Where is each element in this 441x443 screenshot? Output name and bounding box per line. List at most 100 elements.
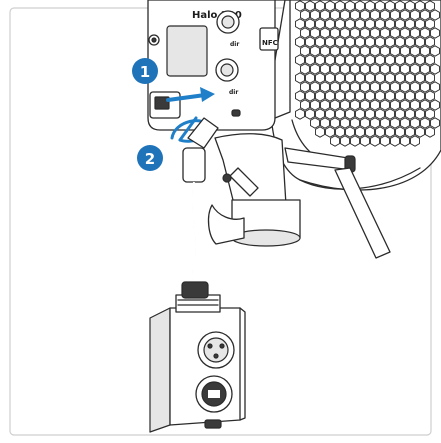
grille-cell bbox=[405, 108, 415, 120]
grille-cell bbox=[385, 126, 395, 138]
grille-cell bbox=[415, 18, 425, 30]
grille-cell bbox=[420, 99, 430, 111]
grille-cell bbox=[305, 36, 315, 48]
grille-cell bbox=[370, 27, 380, 39]
grille-cell bbox=[370, 45, 380, 57]
grille-cell bbox=[320, 27, 330, 39]
grille-cell bbox=[315, 90, 325, 102]
grille-cell bbox=[425, 18, 435, 30]
grille-cell bbox=[310, 9, 320, 21]
grille-cell bbox=[325, 126, 335, 138]
grille-cell bbox=[395, 90, 405, 102]
grille-cell bbox=[425, 90, 435, 102]
grille-cell bbox=[410, 99, 420, 111]
grille-cell bbox=[370, 99, 380, 111]
grille-cell bbox=[365, 18, 375, 30]
grille-cell bbox=[430, 117, 440, 129]
indicator-dot bbox=[231, 109, 241, 117]
grille-cell bbox=[390, 81, 400, 93]
grille-cell bbox=[400, 117, 410, 129]
grille-cell bbox=[315, 18, 325, 30]
grille-cell bbox=[370, 81, 380, 93]
grille-cell bbox=[380, 117, 390, 129]
grille-cell bbox=[295, 0, 305, 12]
grille-cell bbox=[335, 108, 345, 120]
grille-cell bbox=[335, 0, 345, 12]
grille-cell bbox=[345, 18, 355, 30]
grille-cell bbox=[330, 81, 340, 93]
grille-cell bbox=[315, 72, 325, 84]
grille-cell bbox=[300, 9, 310, 21]
grille-cell bbox=[345, 108, 355, 120]
grille-cell bbox=[340, 27, 350, 39]
brand-label: Halo 300 bbox=[192, 10, 242, 21]
grille-cell bbox=[410, 9, 420, 21]
grille-cell bbox=[375, 90, 385, 102]
grille-cell bbox=[330, 45, 340, 57]
grille-cell bbox=[395, 54, 405, 66]
grille-cell bbox=[320, 117, 330, 129]
grille-cell bbox=[415, 0, 425, 12]
grille-cell bbox=[390, 27, 400, 39]
grille-cell bbox=[425, 108, 435, 120]
grille-cell bbox=[340, 63, 350, 75]
grille-cell bbox=[405, 54, 415, 66]
grille-cell bbox=[365, 72, 375, 84]
grille-cell bbox=[330, 117, 340, 129]
grille-cell bbox=[360, 45, 370, 57]
grille-cell bbox=[295, 108, 305, 120]
grille-cell bbox=[430, 9, 440, 21]
grille-cell bbox=[410, 63, 420, 75]
grille-cell bbox=[390, 45, 400, 57]
grille-cell bbox=[325, 0, 335, 12]
grille-cell bbox=[310, 81, 320, 93]
grille-cell bbox=[340, 81, 350, 93]
grille-cell bbox=[320, 99, 330, 111]
insert-arrow bbox=[166, 87, 215, 102]
grille-cell bbox=[350, 63, 360, 75]
grille-cell bbox=[335, 72, 345, 84]
grille-cell bbox=[365, 36, 375, 48]
bottom-knob-mark: dir bbox=[229, 89, 238, 96]
connector-box bbox=[149, 281, 246, 433]
grille-cell bbox=[375, 108, 385, 120]
grille-cell bbox=[325, 36, 335, 48]
grille-cell bbox=[375, 18, 385, 30]
grille-cell bbox=[315, 126, 325, 138]
grille-cell bbox=[315, 36, 325, 48]
grille-cell bbox=[420, 81, 430, 93]
grille-cell bbox=[400, 81, 410, 93]
grille-cell bbox=[295, 54, 305, 66]
grille-cell bbox=[340, 99, 350, 111]
grille-cell bbox=[370, 135, 380, 147]
grille-cell bbox=[410, 135, 420, 147]
yoke-mount bbox=[207, 133, 301, 247]
grille-cell bbox=[305, 54, 315, 66]
grille-cell bbox=[350, 81, 360, 93]
grille-cell bbox=[380, 27, 390, 39]
grille-cell bbox=[360, 81, 370, 93]
grille-cell bbox=[355, 90, 365, 102]
grille-cell bbox=[400, 63, 410, 75]
grille-cell bbox=[320, 63, 330, 75]
grille-cell bbox=[335, 126, 345, 138]
grille-cell bbox=[315, 108, 325, 120]
grille-cell bbox=[305, 108, 315, 120]
grille-cell bbox=[425, 54, 435, 66]
grille-cell bbox=[375, 0, 385, 12]
grille-cell bbox=[335, 18, 345, 30]
grille-cell bbox=[415, 126, 425, 138]
grille-cell bbox=[375, 36, 385, 48]
grille-cell bbox=[360, 135, 370, 147]
grille-cell bbox=[405, 18, 415, 30]
power-socket bbox=[149, 91, 181, 119]
grille-cell bbox=[425, 0, 435, 12]
xlr-top-connector bbox=[197, 331, 235, 369]
grille-cell bbox=[400, 9, 410, 21]
grille-cell bbox=[325, 108, 335, 120]
grille-cell bbox=[390, 63, 400, 75]
grille-cell bbox=[370, 63, 380, 75]
step-1-number: 1 bbox=[140, 63, 150, 81]
grille-cell bbox=[380, 63, 390, 75]
grille-cell bbox=[340, 135, 350, 147]
